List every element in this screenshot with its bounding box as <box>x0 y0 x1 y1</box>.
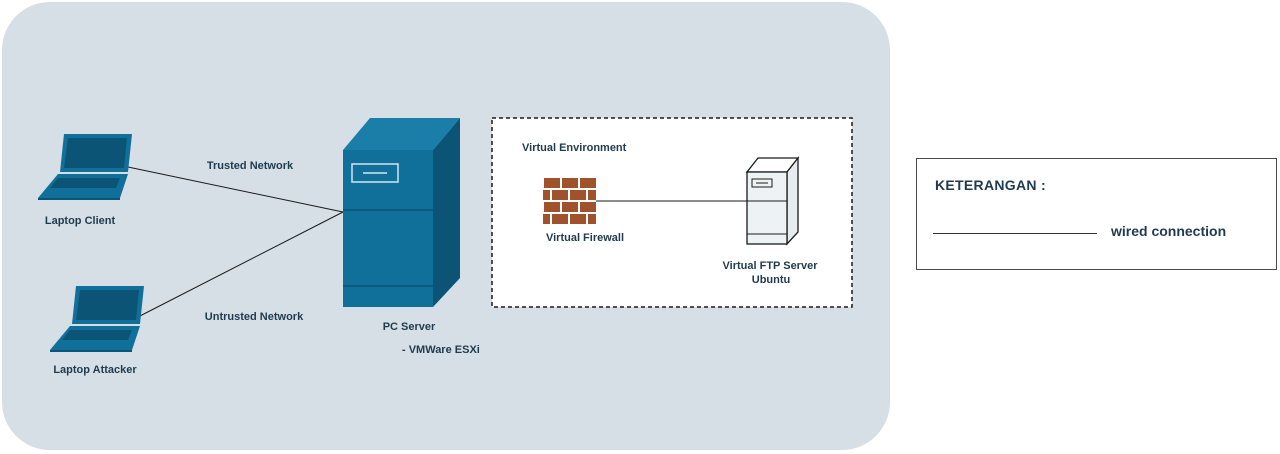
virtual-firewall-label: Virtual Firewall <box>545 232 625 244</box>
laptop-icon <box>50 286 144 352</box>
legend-title: KETERANGAN : <box>935 177 1046 193</box>
virtual-ftp-server-label: Virtual FTP Server <box>722 260 818 272</box>
firewall-icon <box>543 177 596 224</box>
legend-wired-line-sample <box>933 233 1097 234</box>
server-tower-icon <box>343 118 460 307</box>
trusted-network-label: Trusted Network <box>206 160 294 172</box>
laptop-icon <box>38 134 132 200</box>
virtual-environment-label: Virtual Environment <box>522 142 627 154</box>
laptop-client-label: Laptop Client <box>44 215 116 227</box>
laptop-attacker-label: Laptop Attacker <box>53 364 137 376</box>
legend-box: KETERANGAN : wired connection <box>916 158 1277 270</box>
connection-trusted <box>127 166 344 213</box>
virtual-ftp-server-os-label: Ubuntu <box>751 274 791 286</box>
pc-server-label: PC Server <box>382 321 436 333</box>
untrusted-network-label: Untrusted Network <box>204 311 304 323</box>
connection-untrusted <box>135 211 344 319</box>
legend-wired-label: wired connection <box>1111 223 1227 239</box>
pc-server-sublabel: - VMWare ESXi <box>402 344 480 356</box>
server-tower-icon <box>745 156 800 246</box>
